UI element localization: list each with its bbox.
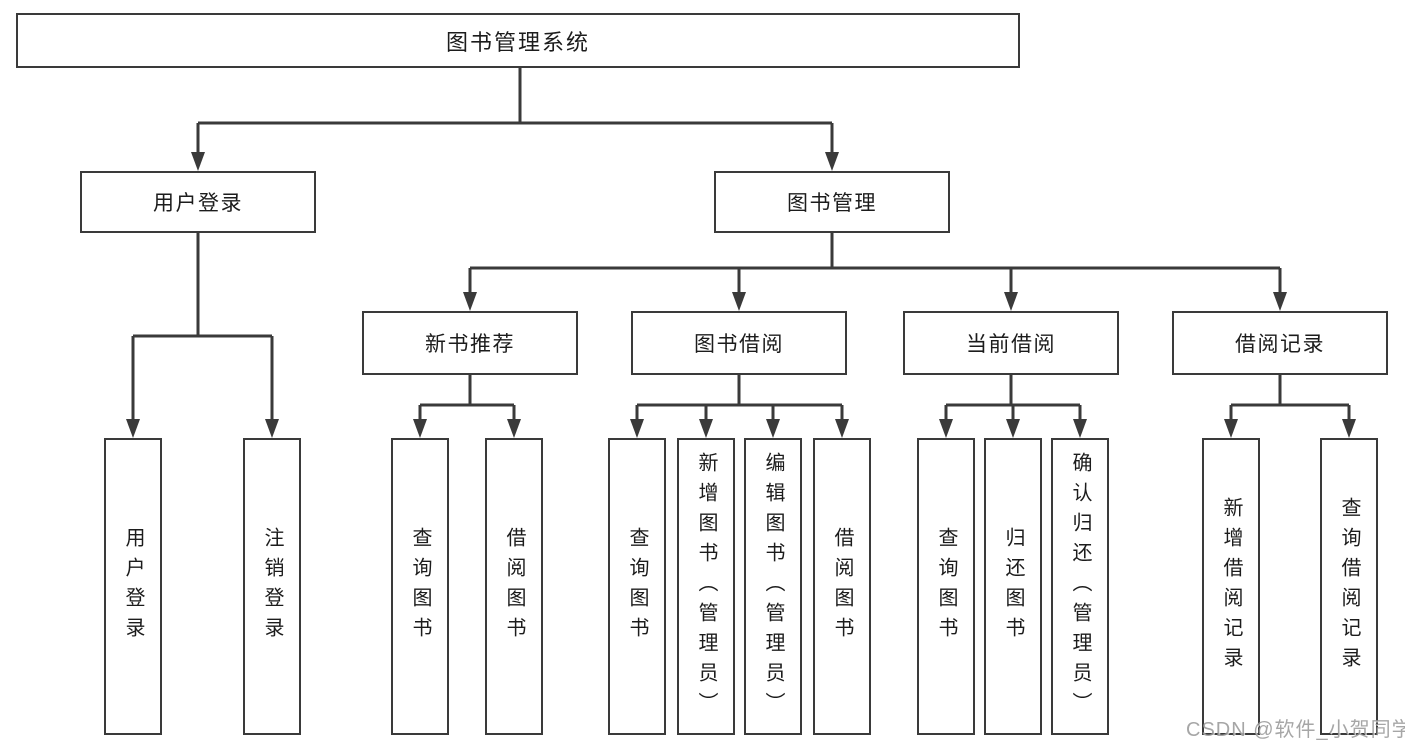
connector-book-borrow-to-leaves [630,375,849,438]
node-leaf-confirm-return-admin: 确认归还（管理员） [1051,438,1109,735]
node-label: 用户登录 [122,526,144,647]
node-label: 归还图书 [1002,526,1024,647]
connector-book-management-to-level3 [463,233,1287,311]
node-label: 图书管理 [787,192,877,215]
node-leaf-borrow-books-2: 借阅图书 [813,438,871,735]
connector-current-borrow-to-leaves [939,375,1087,438]
connector-new-book-to-leaves [413,375,521,438]
node-label: 借阅图书 [831,526,853,647]
arrow-down-icon [1342,419,1356,438]
node-borrow-records: 借阅记录 [1172,311,1388,375]
arrow-down-icon [507,419,521,438]
arrow-down-icon [939,419,953,438]
node-label: 当前借阅 [966,333,1056,356]
node-label: 借阅图书 [503,526,525,647]
node-leaf-logout: 注销登录 [243,438,301,735]
node-label: 新书推荐 [425,333,515,356]
node-label: 借阅记录 [1235,333,1325,356]
node-label: 新增图书（管理员） [695,451,717,722]
node-leaf-return-book: 归还图书 [984,438,1042,735]
connector-user-login-to-leaves [126,233,279,438]
arrow-down-icon [1224,419,1238,438]
arrow-down-icon [1273,292,1287,311]
arrow-down-icon [835,419,849,438]
node-label: 注销登录 [261,526,283,647]
node-leaf-query-books-3: 查询图书 [917,438,975,735]
node-label: 查询借阅记录 [1338,496,1360,677]
node-label: 图书管理系统 [445,29,590,55]
node-leaf-query-borrow-record: 查询借阅记录 [1320,438,1378,735]
node-leaf-borrow-books-1: 借阅图书 [485,438,543,735]
node-user-login: 用户登录 [80,171,316,233]
arrow-down-icon [413,419,427,438]
node-leaf-add-borrow-record: 新增借阅记录 [1202,438,1260,735]
connector-root-to-level2 [191,68,839,171]
node-book-management: 图书管理 [714,171,950,233]
node-leaf-edit-book-admin: 编辑图书（管理员） [744,438,802,735]
arrow-down-icon [1004,292,1018,311]
arrow-down-icon [463,292,477,311]
connector-borrow-record-to-leaves [1224,375,1356,438]
node-leaf-user-login: 用户登录 [104,438,162,735]
node-library-management-system: 图书管理系统 [16,13,1020,68]
node-label: 确认归还（管理员） [1069,451,1091,722]
arrow-down-icon [630,419,644,438]
arrow-down-icon [699,419,713,438]
arrow-down-icon [126,419,140,438]
arrow-down-icon [766,419,780,438]
node-new-book-recommendation: 新书推荐 [362,311,578,375]
node-current-borrowing: 当前借阅 [903,311,1119,375]
arrow-down-icon [191,152,205,171]
node-book-borrowing: 图书借阅 [631,311,847,375]
node-label: 图书借阅 [694,333,784,356]
node-label: 查询图书 [409,526,431,647]
arrow-down-icon [1006,419,1020,438]
arrow-down-icon [1073,419,1087,438]
node-label: 用户登录 [153,192,243,215]
node-leaf-add-book-admin: 新增图书（管理员） [677,438,735,735]
node-leaf-query-books-2: 查询图书 [608,438,666,735]
node-label: 新增借阅记录 [1220,496,1242,677]
arrow-down-icon [732,292,746,311]
csdn-watermark: CSDN @软件_小贺同学 [1186,719,1405,741]
node-label: 查询图书 [935,526,957,647]
node-leaf-query-books-1: 查询图书 [391,438,449,735]
node-label: 编辑图书（管理员） [762,451,784,722]
node-label: 查询图书 [626,526,648,647]
arrow-down-icon [825,152,839,171]
arrow-down-icon [265,419,279,438]
